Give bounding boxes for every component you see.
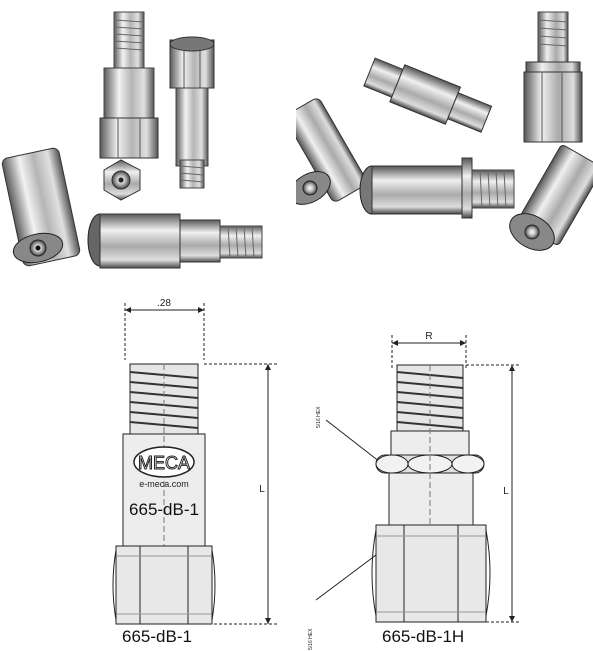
hex-nut-section [112, 545, 216, 625]
width-dimension-label: .28 [157, 298, 171, 309]
width-dimension-label-1h: R [425, 331, 432, 342]
attenuator-vertical-1 [99, 11, 159, 159]
attenuator-angled-bottom-right [509, 144, 593, 251]
attenuator-angled-top [363, 57, 493, 133]
attenuator-vertical-2 [169, 36, 215, 189]
caption-665-dB-1: 665-dB-1 [122, 627, 192, 646]
hex-connector-face [103, 159, 141, 201]
svg-text:MECA: MECA [138, 453, 190, 473]
length-dimension-label: L [259, 484, 265, 495]
logo-url: e-meca.com [139, 479, 189, 489]
lower-hex-nut [371, 524, 491, 623]
attenuator-vertical-right [523, 11, 583, 143]
product-photo-left [1, 11, 263, 269]
meca-logo: MECA [133, 446, 195, 478]
attenuator-horizontal-bottom [87, 213, 263, 269]
attenuator-horizontal-left [1, 147, 81, 267]
attenuator-angled-left [296, 98, 367, 205]
caption-665-dB-1H: 665-dB-1H [382, 627, 465, 646]
attenuator-horizontal-middle [359, 157, 515, 219]
hex-lower-callout: 5/16 HEX [308, 628, 314, 650]
body-model-label: 665-dB-1 [129, 500, 199, 519]
technical-drawing-665-dB-1: MECA e-meca.com 665-dB-1 .28 L [112, 298, 278, 625]
product-photo-right [296, 11, 593, 251]
length-dimension-label-1h: L [503, 486, 509, 497]
hex-upper-callout: 5/16 HEX [316, 406, 322, 428]
technical-drawing-665-dB-1H: R L 5/16 HEX 5/16 HEX [308, 331, 520, 650]
